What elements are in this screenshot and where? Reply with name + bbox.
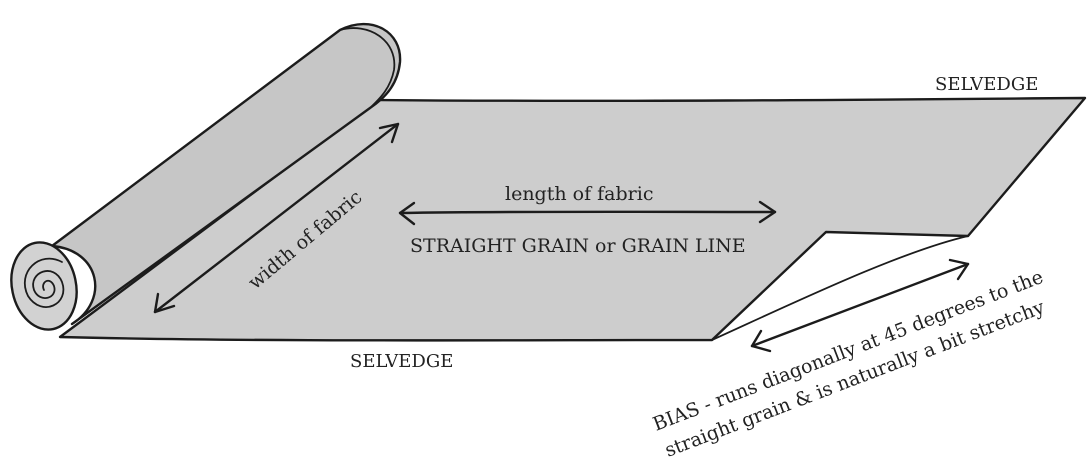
length-of-fabric-label: length of fabric [505, 183, 653, 205]
selvedge-top-label: SELVEDGE [935, 74, 1038, 95]
straight-grain-label: STRAIGHT GRAIN or GRAIN LINE [410, 235, 746, 257]
selvedge-bottom-label: SELVEDGE [350, 351, 453, 372]
